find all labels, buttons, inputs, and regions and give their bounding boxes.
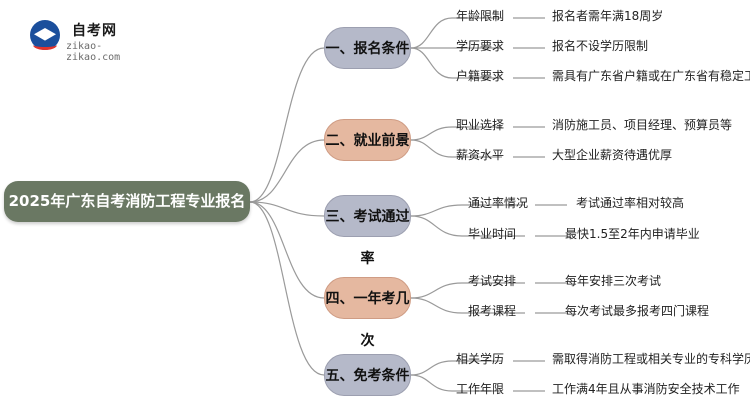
leaf-label: 相关学历 [456, 352, 505, 366]
branch-pass-rate: 三、考试通过率 [324, 195, 411, 267]
graduation-cap-icon [30, 20, 60, 50]
leaf-label: 户籍要求 [456, 69, 505, 83]
link-root-b1 [249, 47, 325, 203]
leaf-label: 学历要求 [456, 39, 505, 53]
leaf-label: 毕业时间 [468, 227, 517, 241]
leaf-value: 最快1.5至2年内申请毕业 [565, 227, 700, 241]
link-root-b2 [249, 139, 325, 203]
leaf-label: 通过率情况 [468, 196, 529, 210]
logo: 自考网 zikao-zikao.com [30, 18, 150, 63]
leaf-value: 报名者需年满18周岁 [552, 9, 664, 23]
leaf-label: 报考课程 [468, 304, 517, 318]
leaf-label: 考试安排 [468, 274, 517, 288]
leaf-value: 需取得消防工程或相关专业的专科学历 [552, 352, 750, 366]
leaf-label: 年龄限制 [456, 9, 505, 23]
leaf-value: 考试通过率相对较高 [576, 196, 685, 210]
root-node: 2025年广东自考消防工程专业报名条件 [4, 181, 250, 251]
leaf-value: 需具有广东省户籍或在广东省有稳定工作 [552, 69, 750, 83]
leaf-value: 每次考试最多报考四门课程 [565, 304, 710, 318]
leaf-value: 每年安排三次考试 [565, 274, 662, 288]
leaf-value: 工作满4年且从事消防安全技术工作 [552, 382, 740, 396]
logo-url: zikao-zikao.com [66, 41, 121, 63]
leaf-value: 报名不设学历限制 [552, 39, 649, 53]
leaf-value: 消防施工员、项目经理、预算员等 [552, 118, 733, 132]
logo-title: 自考网 [72, 23, 117, 39]
leaf-label: 薪资水平 [456, 148, 505, 162]
leaf-label: 工作年限 [456, 382, 505, 396]
leaf-label: 职业选择 [456, 118, 505, 132]
branch-employment-prospects: 二、就业前景 [324, 119, 411, 161]
link-root-b4 [249, 201, 325, 299]
leaf-value: 大型企业薪资待遇优厚 [552, 148, 673, 162]
branch-exams-per-year: 四、一年考几次 [324, 277, 411, 349]
link-root-b5 [249, 201, 325, 376]
link-root-b3 [249, 201, 325, 217]
branch-registration-conditions: 一、报名条件 [324, 27, 411, 69]
branch-exemption-conditions: 五、免考条件 [324, 354, 411, 396]
